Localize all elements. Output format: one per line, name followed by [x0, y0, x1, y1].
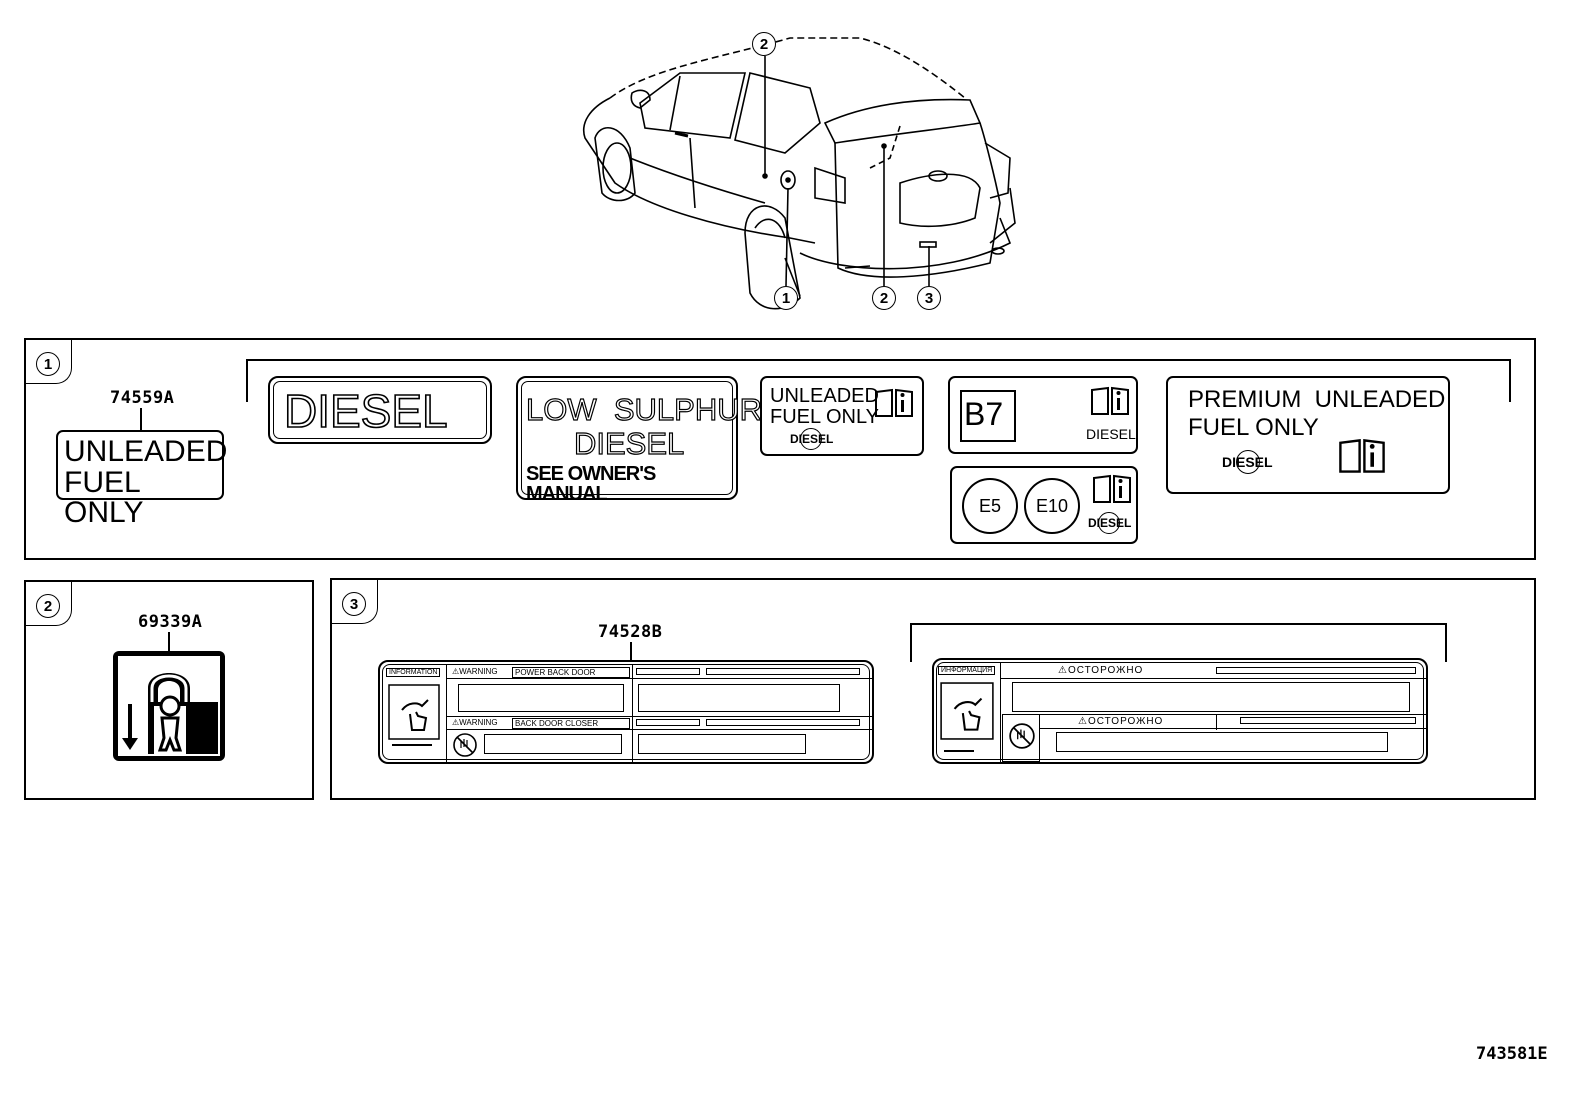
leader-line: [630, 642, 632, 662]
text-bar: [706, 668, 860, 675]
text-block: [458, 684, 624, 712]
label-low-sulphur-diesel: LOW SULPHUR DIESEL SEE OWNER'S MANUAL: [516, 376, 763, 504]
label-inner-border: [382, 664, 870, 760]
label-diesel-text: DIESEL: [283, 385, 448, 437]
panel3-bracket: [910, 623, 1447, 662]
label-line-1: UNLEADED: [64, 435, 228, 468]
label-line-2: FUEL ONLY: [770, 406, 879, 428]
text-bar: [636, 668, 700, 675]
no-diesel-icon: DIESEL: [1222, 450, 1273, 474]
child-lock-icon: [113, 651, 225, 761]
label-premium-unleaded: PREMIUM UNLEADED FUEL ONLY DIESEL: [1166, 376, 1450, 494]
panel2-callout: 2: [36, 594, 60, 618]
callout-2-top: 2: [752, 32, 776, 56]
panel-tab: [332, 580, 378, 624]
panel-tab: [26, 340, 72, 384]
label-unleaded-info: UNLEADED FUEL ONLY DIESEL: [760, 376, 924, 456]
label-line-1: LOW SULPHUR: [525, 392, 762, 427]
warning-heading-1: ⚠WARNING: [452, 667, 498, 676]
no-hand-icon: [453, 733, 477, 757]
row-divider: [1040, 728, 1426, 729]
label-line-3: SEE OWNER'S MANUAL: [526, 463, 656, 505]
label-e5-e10: E5 E10 DIESEL: [950, 466, 1138, 544]
label-b7-text: B7: [964, 396, 1004, 432]
info-book-icon: [1339, 439, 1385, 473]
row-divider: [446, 678, 872, 679]
row-divider: [1040, 714, 1426, 715]
panel-child-lock-label: 2: [24, 580, 314, 800]
text-block: [638, 684, 840, 712]
text-bar: [636, 719, 700, 726]
info-book-icon: [1093, 474, 1131, 503]
text-block: [1056, 732, 1388, 752]
text-bar: [706, 719, 860, 726]
callout-2-car: 2: [872, 286, 896, 310]
part-number-74559a: 74559A: [110, 388, 175, 408]
label-b7-box: [960, 390, 1016, 442]
callout-3-car: 3: [917, 286, 941, 310]
warning-text-1: POWER BACK DOOR: [512, 667, 630, 678]
column-divider: [1216, 714, 1217, 730]
info-bar: [392, 744, 432, 746]
label-line-2: DIESEL: [573, 426, 685, 461]
panel-back-door-labels: 3: [330, 578, 1536, 800]
no-diesel-icon: DIESEL: [790, 428, 833, 450]
label-line-1: PREMIUM UNLEADED: [1188, 386, 1446, 413]
figure-id: 743581E: [1476, 1044, 1548, 1064]
part-number-74528b: 74528B: [598, 622, 663, 642]
warning-heading-2: ⚠WARNING: [452, 718, 498, 727]
text-bar: [1216, 667, 1416, 674]
row-divider: [1000, 678, 1426, 679]
panel-tab: [26, 582, 72, 626]
panel1-bracket: [246, 359, 1511, 402]
no-hand-icon: [1009, 723, 1035, 749]
label-b7: B7 DIESEL: [948, 376, 1138, 454]
e5-roundel: E5: [962, 478, 1018, 534]
label-line-2: FUEL ONLY: [1188, 414, 1319, 441]
info-book-icon: [1091, 386, 1129, 415]
text-block: [484, 734, 622, 754]
e10-roundel: E10: [1024, 478, 1080, 534]
info-bar: [944, 750, 974, 752]
label-back-door-warning-ru: ИНФОРМАЦИЯ ⚠ОСТОРОЖНО ⚠ОСТОРОЖНО: [932, 658, 1428, 764]
info-column-divider: [1000, 662, 1001, 762]
panel3-callout: 3: [342, 592, 366, 616]
text-block: [638, 734, 806, 754]
no-diesel-icon: DIESEL: [1088, 512, 1131, 534]
info-heading: ИНФОРМАЦИЯ: [938, 666, 996, 675]
warning-text-2: BACK DOOR CLOSER: [512, 718, 630, 729]
leader-line: [168, 632, 170, 652]
panel-fuel-labels: 1: [24, 338, 1536, 560]
label-line-2: FUEL ONLY: [64, 466, 144, 529]
no-hand-box: [1002, 714, 1040, 762]
row-divider: [446, 716, 872, 717]
callout-1-car: 1: [774, 286, 798, 310]
label-diesel-inner-border: [273, 381, 487, 439]
leader-line: [140, 408, 142, 432]
rear-car-illustration: [583, 37, 1016, 310]
text-bar: [1240, 717, 1416, 724]
label-inner-border: [936, 662, 1424, 760]
text-block: [1012, 682, 1410, 712]
power-door-hand-icon: [388, 684, 440, 740]
panel1-callout: 1: [36, 352, 60, 376]
info-column-divider: [446, 664, 447, 762]
warning-heading-2: ⚠ОСТОРОЖНО: [1078, 716, 1164, 727]
row-divider: [446, 729, 872, 730]
power-door-hand-icon: [940, 682, 994, 740]
info-heading: INFORMATION: [386, 668, 441, 677]
label-line-1: UNLEADED: [770, 385, 879, 407]
warning-heading-1: ⚠ОСТОРОЖНО: [1058, 665, 1144, 676]
label-inner-border: [521, 381, 733, 495]
label-back-door-warning-en: INFORMATION ⚠WARNING POWER BACK DOOR ⚠WA…: [378, 660, 874, 764]
label-b7-sub: DIESEL: [1086, 426, 1136, 442]
part-number-69339a: 69339A: [138, 612, 203, 632]
label-unleaded-fuel-only: UNLEADED FUEL ONLY: [56, 430, 228, 528]
info-book-icon: [875, 388, 913, 417]
label-diesel: DIESEL: [268, 376, 492, 444]
column-divider: [632, 664, 633, 762]
